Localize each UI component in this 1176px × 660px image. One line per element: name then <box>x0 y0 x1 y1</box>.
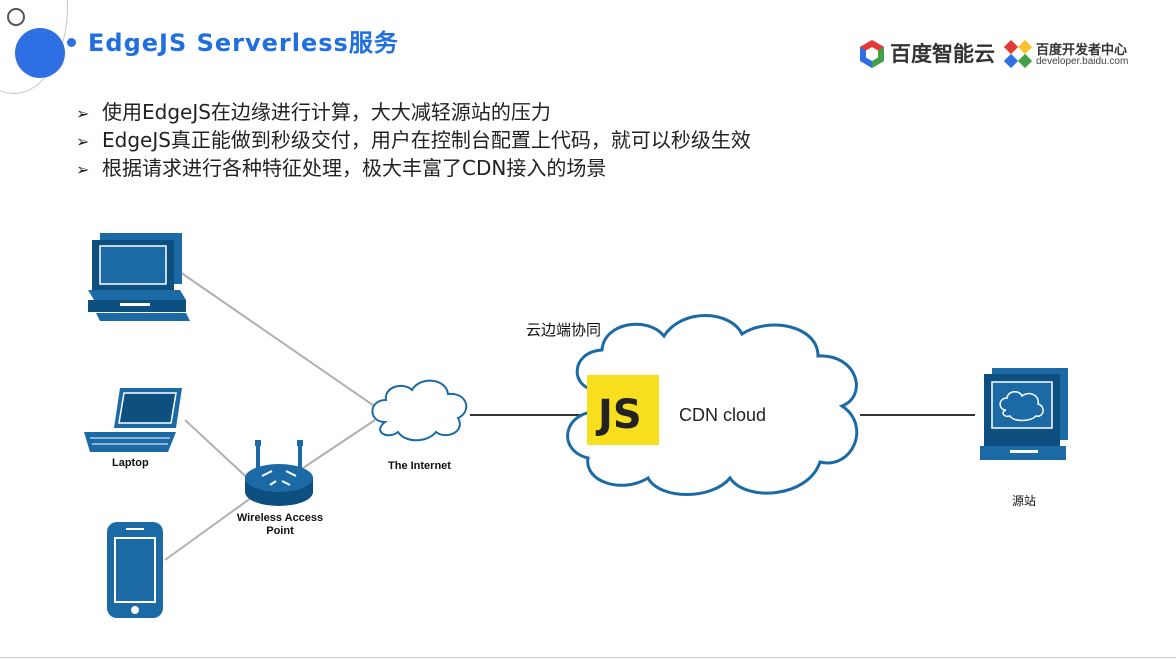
link-desktop-internet <box>179 271 381 411</box>
slide-title: EdgeJS Serverless服务 <box>88 29 399 57</box>
js-logo-badge <box>587 375 659 445</box>
origin-server-icon <box>980 368 1068 460</box>
router-label: Wireless Access Point <box>236 512 324 537</box>
internet-label: The Internet <box>388 460 451 472</box>
decorative-ring <box>7 8 25 26</box>
title-bullet-dot <box>67 38 76 47</box>
decorative-blue-circle <box>15 28 65 78</box>
origin-server-label: 源站 <box>1012 494 1037 508</box>
developer-center-title: 百度开发者中心 <box>1036 43 1128 58</box>
desktop-computer-icon <box>88 233 190 321</box>
bullet-list: ➢使用EdgeJS在边缘进行计算，大大减轻源站的压力 ➢EdgeJS真正能做到秒… <box>76 99 751 183</box>
link-phone-router <box>164 494 256 561</box>
wireless-router-icon <box>245 440 313 506</box>
slide-bottom-border <box>0 657 1176 658</box>
laptop-icon <box>84 388 182 452</box>
internet-cloud-icon <box>371 379 468 442</box>
bullet-item: ➢使用EdgeJS在边缘进行计算，大大减轻源站的压力 <box>76 99 751 127</box>
cdn-cloud-icon <box>566 314 859 496</box>
arrow-bullet-icon: ➢ <box>76 132 90 151</box>
link-laptop-router <box>184 419 256 486</box>
developer-center-logo-icon <box>1004 40 1032 68</box>
developer-center-url: developer.baidu.com <box>1036 56 1129 67</box>
baidu-cloud-logo-icon <box>860 40 884 68</box>
link-router-internet <box>299 419 376 471</box>
bullet-item: ➢EdgeJS真正能做到秒级交付，用户在控制台配置上代码，就可以秒级生效 <box>76 127 751 155</box>
laptop-label: Laptop <box>112 457 149 469</box>
cloud-edge-caption: 云边端协同 <box>526 321 602 339</box>
baidu-cloud-logo-text: 百度智能云 <box>890 42 995 66</box>
mobile-phone-icon <box>107 522 163 618</box>
diagram-links <box>164 271 381 561</box>
js-badge-text: JS <box>598 392 642 438</box>
arrow-bullet-icon: ➢ <box>76 160 90 179</box>
cdn-cloud-label: CDN cloud <box>679 405 767 425</box>
arrow-bullet-icon: ➢ <box>76 104 90 123</box>
bullet-item: ➢根据请求进行各种特征处理，极大丰富了CDN接入的场景 <box>76 155 751 183</box>
